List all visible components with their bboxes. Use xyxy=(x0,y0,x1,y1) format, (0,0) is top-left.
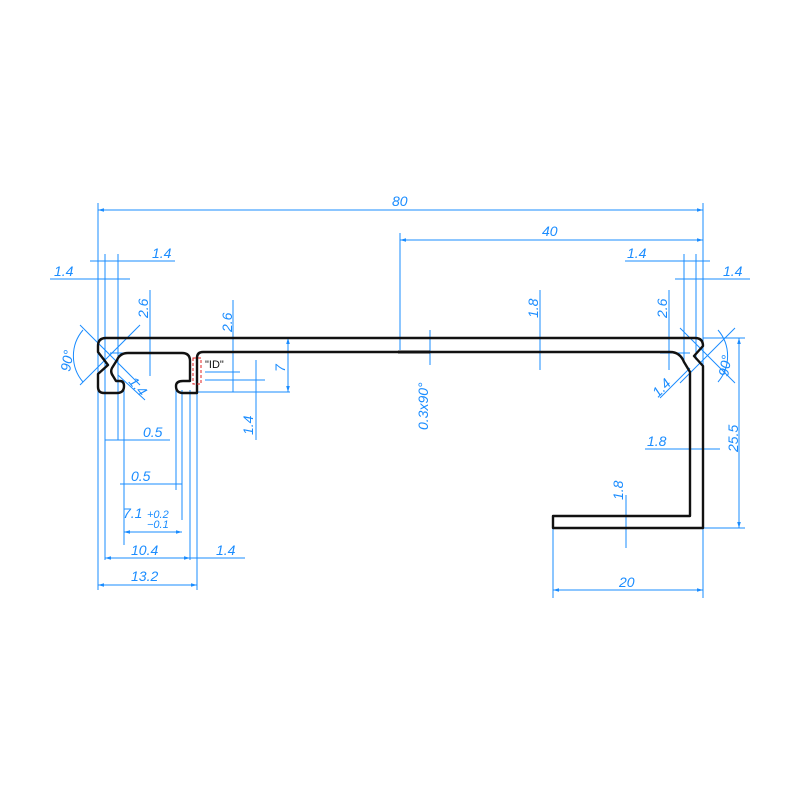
aluminium-profile-outline xyxy=(96,336,705,530)
dim-angle-right: 90° xyxy=(715,353,735,377)
dim-wall-1-8: 1.8 xyxy=(647,433,667,449)
id-marker-box xyxy=(192,357,202,385)
dim-lip-1-4: 1.4 xyxy=(240,415,256,435)
dim-chamfer-right: 1.4 xyxy=(649,375,674,400)
dim-bottom-1-8: 1.8 xyxy=(610,480,626,500)
id-label: "ID" xyxy=(205,359,224,371)
dim-center-1-8: 1.8 xyxy=(525,298,541,318)
dim-slot-width: 7.1 xyxy=(123,505,142,521)
dim-height-7: 7 xyxy=(272,363,288,372)
dimension-lines xyxy=(50,208,750,592)
dim-chamfer-left: 1.4 xyxy=(126,374,151,399)
dim-top-right-1-4: 1.4 xyxy=(627,245,647,261)
dim-mid-2-6: 2.6 xyxy=(219,312,235,333)
dim-top-right-1-4: 1.4 xyxy=(723,263,743,279)
dim-gap-0-5: 0.5 xyxy=(143,424,163,440)
dim-width-13-2: 13.2 xyxy=(131,568,158,584)
dimension-labels: 80 40 1.4 1.4 1.4 1.4 2.6 2.6 1.8 2.6 7 … xyxy=(54,193,743,590)
dim-wall-1-4: 1.4 xyxy=(216,542,236,558)
dim-groove: 0.3x90° xyxy=(415,382,431,430)
dim-slot-tol-plus: +0.2 xyxy=(147,509,169,521)
dim-flange-20: 20 xyxy=(618,574,635,590)
dim-width-10-4: 10.4 xyxy=(131,542,158,558)
dim-top-left-1-4: 1.4 xyxy=(152,245,172,261)
dim-slot-tol-minus: −0.1 xyxy=(147,519,169,531)
dim-top-left-1-4: 1.4 xyxy=(54,263,74,279)
dim-left-2-6: 2.6 xyxy=(135,298,151,319)
dim-gap-0-5: 0.5 xyxy=(131,468,151,484)
dim-angle-left: 90° xyxy=(57,348,77,372)
dim-overall-width: 80 xyxy=(392,193,408,209)
dim-right-2-6: 2.6 xyxy=(654,298,670,319)
dim-half-width: 40 xyxy=(542,223,558,239)
dim-right-height: 25.5 xyxy=(725,425,741,453)
